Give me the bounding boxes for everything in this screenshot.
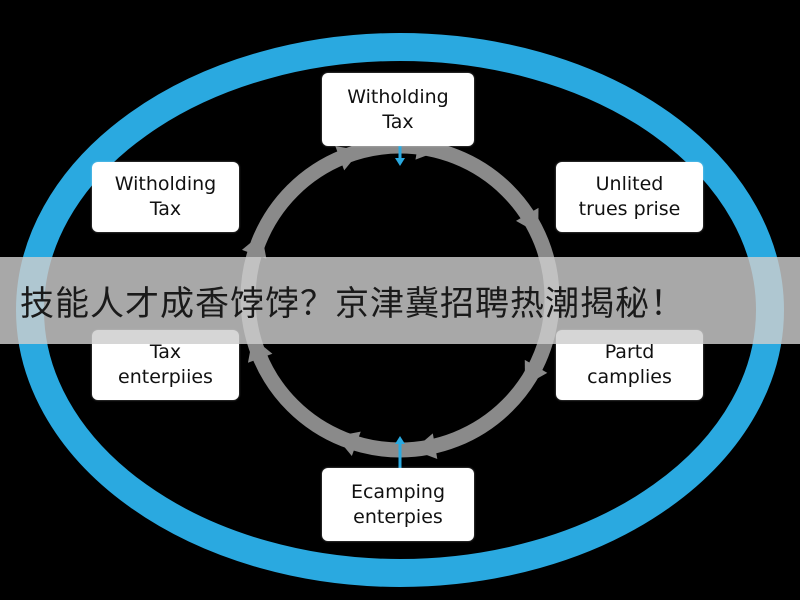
headline-banner: 技能人才成香饽饽？京津冀招聘热潮揭秘！ bbox=[0, 257, 800, 344]
banner-text: 技能人才成香饽饽？京津冀招聘热潮揭秘！ bbox=[20, 284, 685, 324]
connector-top-head bbox=[395, 158, 405, 166]
node-upper-left: Witholding Tax bbox=[92, 162, 239, 232]
node-bottom: Ecamping enterpies bbox=[322, 468, 474, 541]
cycle-arrowhead bbox=[413, 433, 438, 459]
cycle-arrowhead bbox=[524, 359, 548, 386]
cycle-arrowhead bbox=[335, 431, 361, 457]
cycle-arrowhead bbox=[335, 145, 361, 171]
node-upper-right: Unlited trues prise bbox=[556, 162, 703, 232]
cycle-arrowhead bbox=[515, 207, 539, 234]
cycle-arrowhead bbox=[241, 233, 267, 259]
connectors bbox=[395, 146, 405, 468]
connector-bottom-head bbox=[395, 436, 405, 444]
node-top: Witholding Tax bbox=[322, 73, 474, 146]
